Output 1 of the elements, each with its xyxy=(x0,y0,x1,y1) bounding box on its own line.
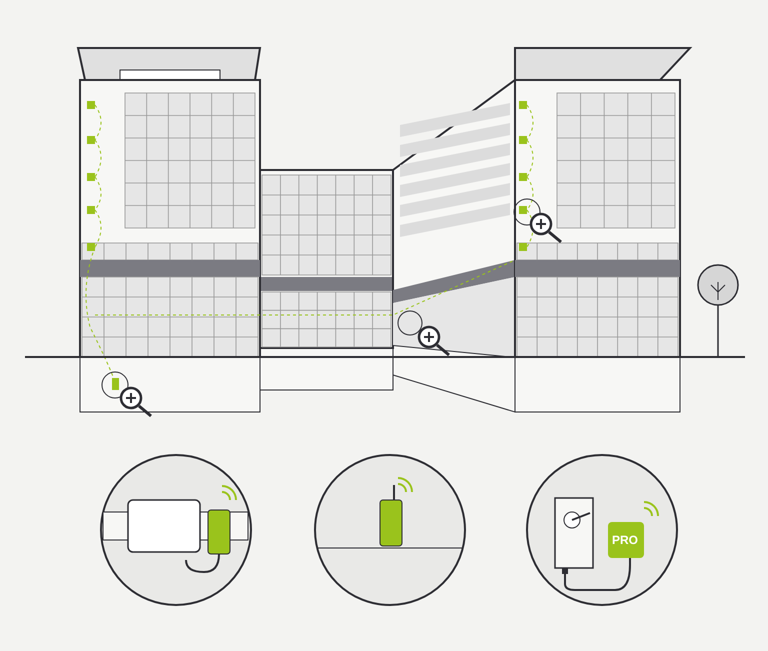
device-label: PRO xyxy=(612,533,638,547)
